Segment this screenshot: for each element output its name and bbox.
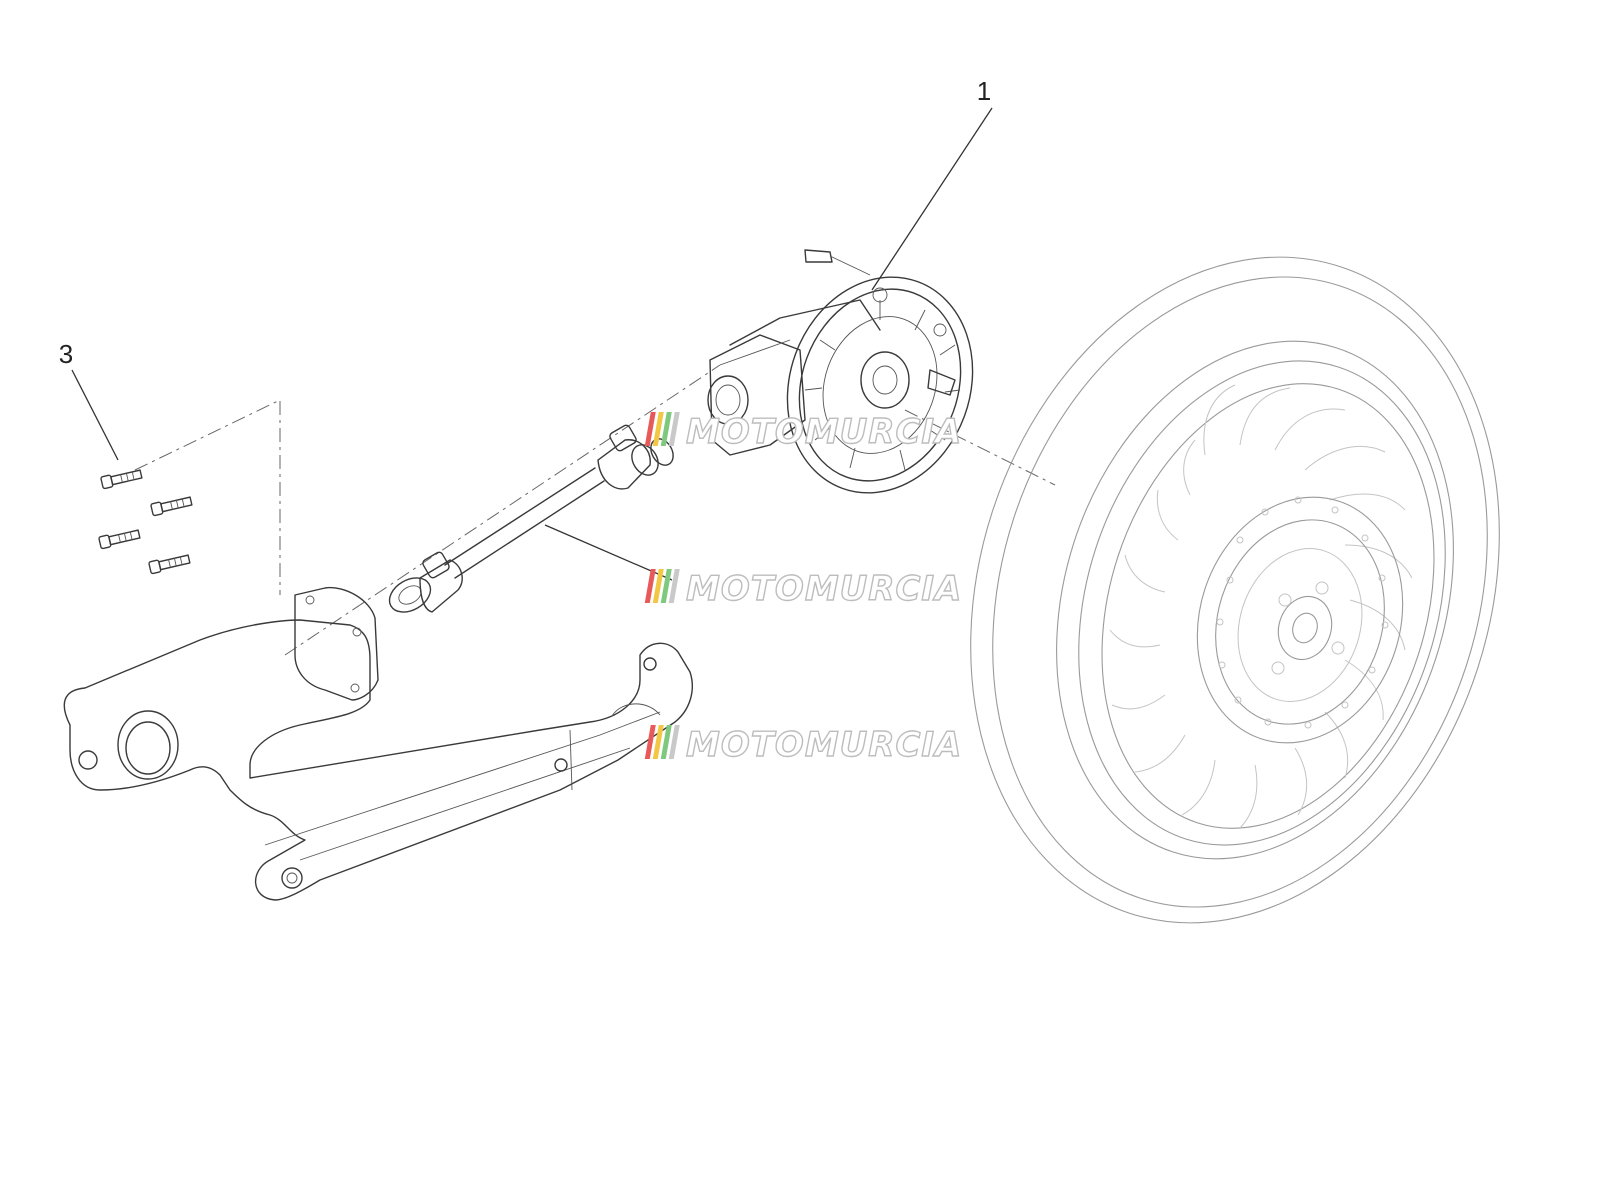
watermark-text: MOTOMURCIA xyxy=(686,725,962,765)
assembly-guide-lines xyxy=(134,364,1056,656)
watermark-stripes xyxy=(644,725,680,759)
watermark-middle: MOTOMURCIA xyxy=(644,568,962,610)
watermark-text: MOTOMURCIA xyxy=(686,569,962,609)
screw xyxy=(100,469,143,490)
final-drive-assembly xyxy=(707,249,974,494)
watermark-stripes xyxy=(644,412,680,446)
rear-wheel xyxy=(970,256,1500,924)
watermark-text: MOTOMURCIA xyxy=(686,412,962,452)
watermark-top: MOTOMURCIA xyxy=(644,411,962,453)
callout-label-1: 1 xyxy=(977,76,991,106)
watermark-bottom: MOTOMURCIA xyxy=(644,724,962,766)
callout-label-3: 3 xyxy=(59,339,73,369)
screw-set xyxy=(98,469,193,575)
screw xyxy=(148,554,191,575)
screw xyxy=(98,529,141,550)
swing-arm xyxy=(63,586,693,901)
drive-shaft xyxy=(388,424,674,613)
screw xyxy=(150,496,193,517)
watermark-stripes xyxy=(644,569,680,603)
